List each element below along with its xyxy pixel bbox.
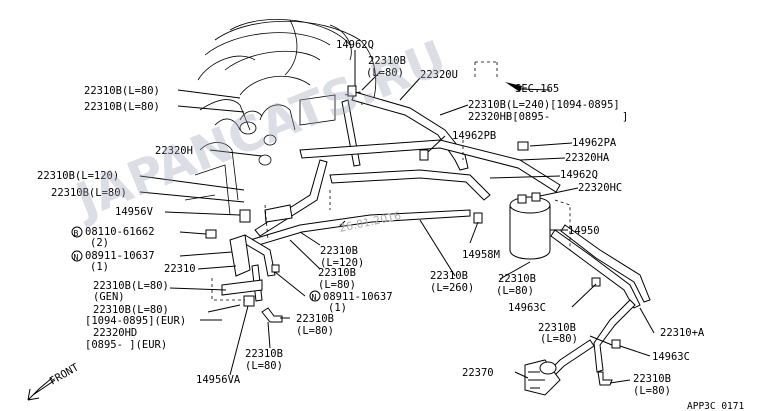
label-22310b-eur: 22310B(L=80) xyxy=(93,304,169,316)
reference-lines xyxy=(211,61,571,301)
label-eur-range: [1094-0895](EUR) xyxy=(85,315,186,327)
bolt-symbol-icon xyxy=(71,226,83,238)
label-14950: 14950 xyxy=(568,225,600,237)
label-22310b-h: 22310B xyxy=(245,348,283,360)
hose-routing xyxy=(241,91,651,386)
label-22310b-g: 22310B xyxy=(538,322,576,334)
label-22310b-b-length: (L=120) xyxy=(320,257,364,269)
leader-lines xyxy=(139,50,655,384)
label-22310b-f: 22310B xyxy=(296,313,334,325)
label-22310b-h-length: (L=80) xyxy=(245,360,283,372)
valve-22370 xyxy=(524,359,561,396)
label-22320hb-close: ] xyxy=(622,111,628,123)
watermark: JAPANCATS.RU xyxy=(66,30,454,230)
label-hd-range: [0895- ](EUR) xyxy=(85,339,167,351)
label-14962q-top: 14962Q xyxy=(336,39,374,51)
label-22320hd: 22320HD xyxy=(93,327,137,339)
label-22310b-l80-2: 22310B(L=80) xyxy=(84,101,160,113)
label-14962q-mid: 14962Q xyxy=(560,169,598,181)
diagram-code: APP3C 0171 xyxy=(687,401,744,411)
label-22310b-c: 22310B xyxy=(318,267,356,279)
nut-symbol-icon xyxy=(71,250,83,262)
label-sec165: SEC.165 xyxy=(515,83,559,95)
label-22320ha: 22320HA xyxy=(565,152,610,164)
label-22310a: 22310+A xyxy=(660,327,705,339)
label-nut-08911-a: 08911-10637 xyxy=(85,250,155,262)
label-gen: (GEN) xyxy=(93,291,125,303)
label-22310: 22310 xyxy=(164,263,196,275)
label-22310b-b: 22310B xyxy=(320,245,358,257)
nut-symbol-letter: N xyxy=(74,253,79,262)
label-22310b-d: 22310B xyxy=(430,270,468,282)
label-22320h: 22320H xyxy=(155,145,193,157)
label-22310b-a-length: (L=80) xyxy=(366,67,404,79)
nut-symbol-icon-2 xyxy=(309,290,321,302)
label-22310b-gen: 22310B(L=80) xyxy=(93,280,169,292)
label-14958m: 14958M xyxy=(462,249,500,261)
label-22310b-d-length: (L=260) xyxy=(430,282,474,294)
label-22310b-g-length: (L=80) xyxy=(540,333,578,345)
label-22310b-l120: 22310B(L=120) xyxy=(37,170,119,182)
bolt-symbol-letter: B xyxy=(74,229,79,238)
label-22310b-i-length: (L=80) xyxy=(633,385,671,397)
label-22310b-i: 22310B xyxy=(633,373,671,385)
watermark-date: 26.01.2016 xyxy=(338,209,402,235)
label-nut-b-qty: (1) xyxy=(328,302,347,314)
label-bolt-08110: 08110-61662 xyxy=(85,226,155,238)
label-14962pb: 14962PB xyxy=(452,130,496,142)
label-22310b-c-length: (L=80) xyxy=(318,279,356,291)
nut-symbol-letter-2: N xyxy=(312,293,317,302)
label-nut-a-qty: (1) xyxy=(90,261,109,273)
label-22310b-l80-3: 22310B(L=80) xyxy=(51,187,127,199)
label-14963c-1: 14963C xyxy=(508,302,546,314)
label-22320u: 22320U xyxy=(420,69,458,81)
label-14956va: 14956VA xyxy=(196,374,241,386)
label-22310b-l240: 22310B(L=240)[1094-0895] xyxy=(468,99,620,111)
label-14956v: 14956V xyxy=(115,206,154,218)
label-22310b-e: 22310B xyxy=(498,273,536,285)
label-bolt-qty: (2) xyxy=(90,237,109,249)
sec165-arrow xyxy=(505,82,551,92)
label-front: FRONT xyxy=(48,361,82,388)
front-arrow-icon xyxy=(27,377,56,401)
label-22320hb: 22320HB[0895- xyxy=(468,111,550,123)
label-14963c-2: 14963C xyxy=(652,351,690,363)
label-22320hc: 22320HC xyxy=(578,182,622,194)
label-22310b-l80-1: 22310B(L=80) xyxy=(84,85,160,97)
canister-14950 xyxy=(509,192,565,260)
part-labels: 14962Q 22310B (L=80) 22320U SEC.165 2231… xyxy=(37,39,744,411)
label-22370: 22370 xyxy=(462,367,494,379)
label-22310b-a: 22310B xyxy=(368,55,406,67)
label-22310b-e-length: (L=80) xyxy=(496,285,534,297)
label-14962pa: 14962PA xyxy=(572,137,617,149)
clips xyxy=(205,85,621,349)
label-nut-08911-b: 08911-10637 xyxy=(323,291,393,303)
label-22310b-f-length: (L=80) xyxy=(296,325,334,337)
